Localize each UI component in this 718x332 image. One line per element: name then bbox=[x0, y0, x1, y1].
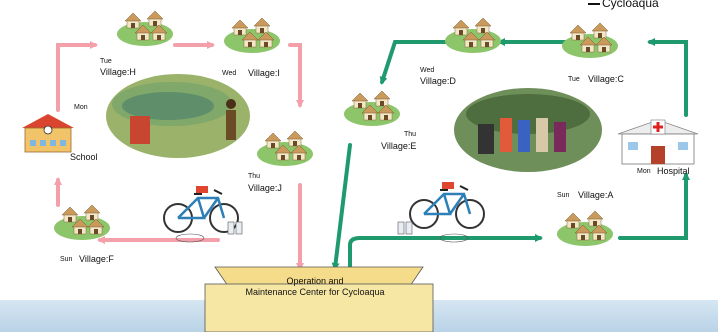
hospital-building bbox=[617, 119, 699, 165]
village-j-huts bbox=[257, 131, 313, 166]
village-d-huts bbox=[445, 18, 501, 53]
bike-right bbox=[408, 180, 486, 230]
village-f-label: Village:F bbox=[79, 254, 114, 264]
photo-right-group bbox=[454, 88, 602, 172]
west-route bbox=[54, 41, 304, 271]
school-label: School bbox=[70, 152, 98, 162]
center-line-2: Maintenance Center for Cycloaqua bbox=[245, 287, 385, 297]
village-e-label: Village:E bbox=[381, 141, 417, 151]
filter-left bbox=[175, 221, 243, 243]
bike-left bbox=[162, 184, 240, 234]
village-a-huts bbox=[557, 211, 613, 246]
village-d-label: Village:D bbox=[420, 76, 456, 86]
village-f-day: Sun bbox=[60, 256, 73, 263]
village-j-label: Village:J bbox=[248, 183, 282, 193]
photo-left-pond bbox=[106, 74, 250, 158]
legend-label: Cycloaqua bbox=[602, 0, 659, 10]
village-j-day: Thu bbox=[248, 173, 261, 180]
village-h-day: Tue bbox=[100, 58, 112, 65]
maintenance-center-building bbox=[204, 266, 434, 332]
village-c-day: Tue bbox=[568, 76, 580, 83]
village-c-label: Village:C bbox=[588, 74, 624, 84]
village-h-huts bbox=[117, 11, 173, 46]
village-e-huts bbox=[344, 91, 400, 126]
center-line-1: Operation and bbox=[286, 276, 344, 286]
east-route bbox=[331, 38, 690, 271]
legend: Cycloaqua bbox=[588, 0, 659, 10]
village-f-huts bbox=[54, 205, 110, 240]
village-d-day: Wed bbox=[420, 67, 435, 74]
village-e-day: Thu bbox=[404, 131, 417, 138]
village-h-label: Village:H bbox=[100, 67, 136, 77]
village-i-day: Wed bbox=[222, 70, 237, 77]
school-building bbox=[22, 114, 74, 153]
school-day: Mon bbox=[74, 104, 88, 111]
village-c-huts bbox=[562, 23, 618, 58]
filter-right bbox=[397, 221, 469, 243]
village-i-huts bbox=[224, 18, 280, 53]
legend-swatch bbox=[588, 2, 600, 5]
maintenance-center-title: Operation and Maintenance Center for Cyc… bbox=[212, 276, 418, 298]
hospital-label: Hospital bbox=[657, 166, 690, 176]
village-a-label: Village:A bbox=[578, 190, 614, 200]
village-i-label: Village:I bbox=[248, 68, 280, 78]
hospital-day: Mon bbox=[637, 168, 651, 175]
village-a-day: Sun bbox=[557, 192, 570, 199]
